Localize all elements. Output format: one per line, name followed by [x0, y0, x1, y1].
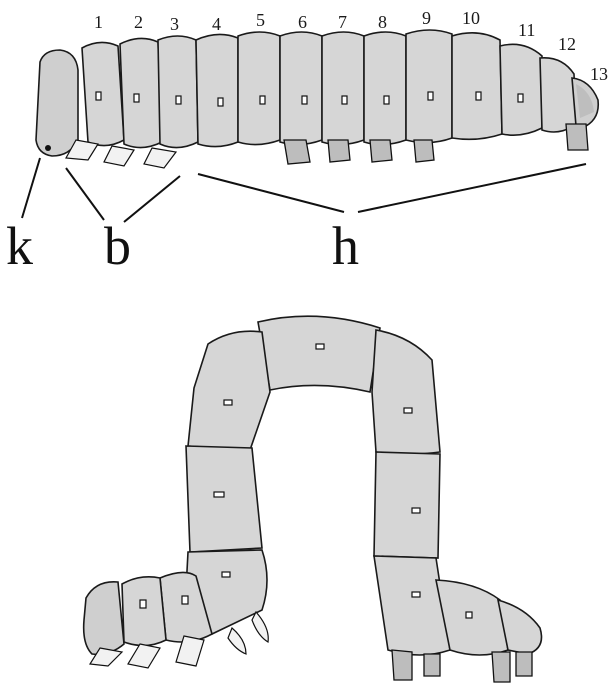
- segment-number-1: 1: [94, 12, 103, 32]
- segment-number-9: 9: [422, 8, 431, 28]
- body-segment-7: [322, 32, 364, 145]
- loop-segment-left-2: [186, 446, 262, 552]
- segment-number-11: 11: [518, 20, 535, 40]
- label-h: h: [332, 216, 359, 276]
- larva-looping: [84, 316, 542, 682]
- loop-segment-left-1: [188, 331, 270, 450]
- segment-number-2: 2: [134, 12, 143, 32]
- body-segment-5: [238, 32, 280, 145]
- segment-number-8: 8: [378, 12, 387, 32]
- segment-number-13: 13: [590, 64, 608, 84]
- body-segment-11: [500, 44, 542, 135]
- larva-side-view: 1 2 3 4 5 6 7 8 9 10 11 12 13 k b h: [6, 8, 608, 276]
- body-segment-12: [540, 58, 576, 132]
- segment-number-5: 5: [256, 10, 265, 30]
- segment-number-6: 6: [298, 12, 307, 32]
- label-b: b: [104, 216, 131, 276]
- body-segment-2: [120, 38, 162, 147]
- label-k: k: [6, 216, 33, 276]
- loop-segment-right-3: [374, 556, 450, 655]
- body-segment-8: [364, 32, 406, 145]
- body-segment-6: [280, 32, 322, 145]
- loop-segment-right-2: [374, 452, 440, 558]
- body-segment-3: [158, 36, 198, 148]
- body-segment-1: [82, 42, 124, 145]
- label-pointer-lines: [22, 158, 586, 222]
- segment-number-4: 4: [212, 14, 221, 34]
- body-segment-9: [406, 30, 452, 143]
- segment-number-12: 12: [558, 34, 576, 54]
- body-segment-4: [196, 34, 238, 146]
- larva-head: [36, 50, 78, 156]
- body-segment-10: [452, 33, 502, 140]
- loop-segment-left-5: [122, 577, 166, 646]
- segment-number-3: 3: [170, 14, 179, 34]
- segment-number-7: 7: [338, 12, 347, 32]
- segment-number-10: 10: [462, 8, 480, 28]
- loop-head: [84, 582, 124, 654]
- loop-segment-top: [258, 316, 380, 392]
- loop-segment-right-1: [372, 330, 440, 454]
